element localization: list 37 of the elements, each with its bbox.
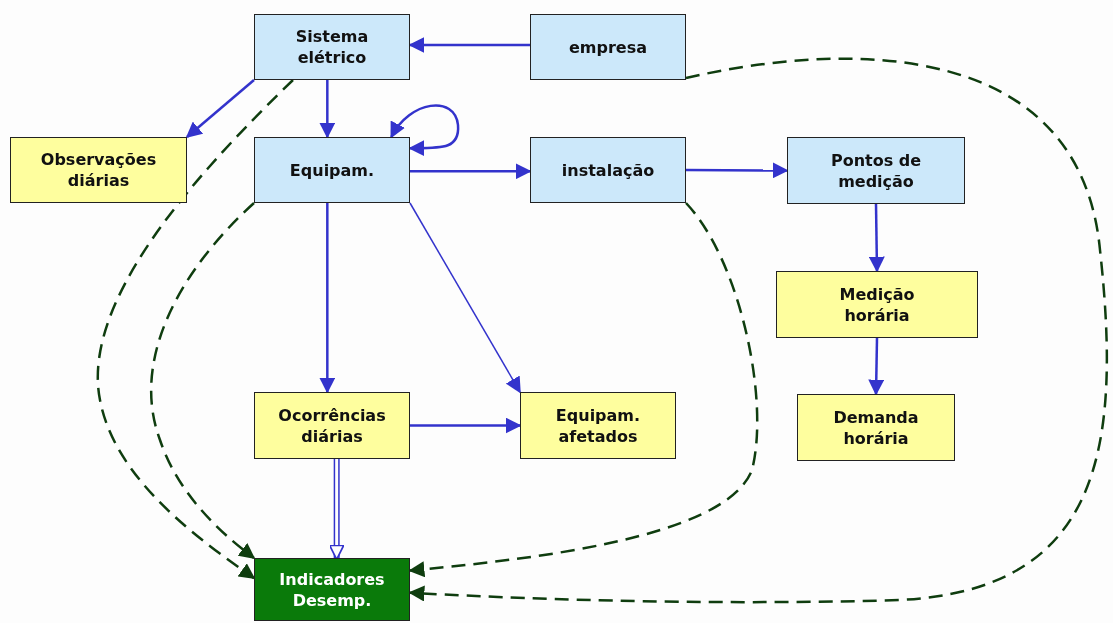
node-label: Indicadores Desemp. <box>278 568 386 611</box>
node-label: Medição horária <box>838 283 916 326</box>
result-box <box>254 558 410 621</box>
node-label: instalação <box>561 159 655 181</box>
data-box <box>776 271 978 338</box>
arrow <box>319 203 336 394</box>
dashed-arrow <box>150 202 256 559</box>
entity-box <box>530 14 686 80</box>
arrow <box>390 104 460 157</box>
entity-box <box>787 137 965 204</box>
arrow <box>409 202 521 394</box>
arrow <box>686 162 789 179</box>
node-label: Equipam. afetados <box>554 404 642 447</box>
data-box <box>10 137 187 203</box>
arrow <box>868 337 885 396</box>
node-label: Sistema elétrico <box>294 26 370 68</box>
dashed-arrow <box>408 57 1108 604</box>
node-label: empresa <box>568 36 647 58</box>
arrow <box>410 417 522 434</box>
arrow <box>868 204 885 273</box>
data-box <box>520 392 676 459</box>
dashed-arrow <box>96 79 294 580</box>
arrow <box>408 37 530 53</box>
entity-box <box>530 137 686 203</box>
arrow <box>410 163 532 180</box>
arrow <box>319 80 336 139</box>
node-label: Ocorrências diárias <box>277 404 387 447</box>
dashed-arrow <box>408 202 759 578</box>
node-label: Demanda horária <box>832 406 920 449</box>
node-label: Pontos de medição <box>829 149 923 192</box>
data-box <box>797 394 955 461</box>
data-box <box>254 392 410 459</box>
node-label: Observações diárias <box>39 149 158 191</box>
entity-box <box>254 14 410 80</box>
arrow <box>185 79 255 139</box>
entity-box <box>254 137 410 203</box>
node-label: Equipam. <box>289 159 375 181</box>
